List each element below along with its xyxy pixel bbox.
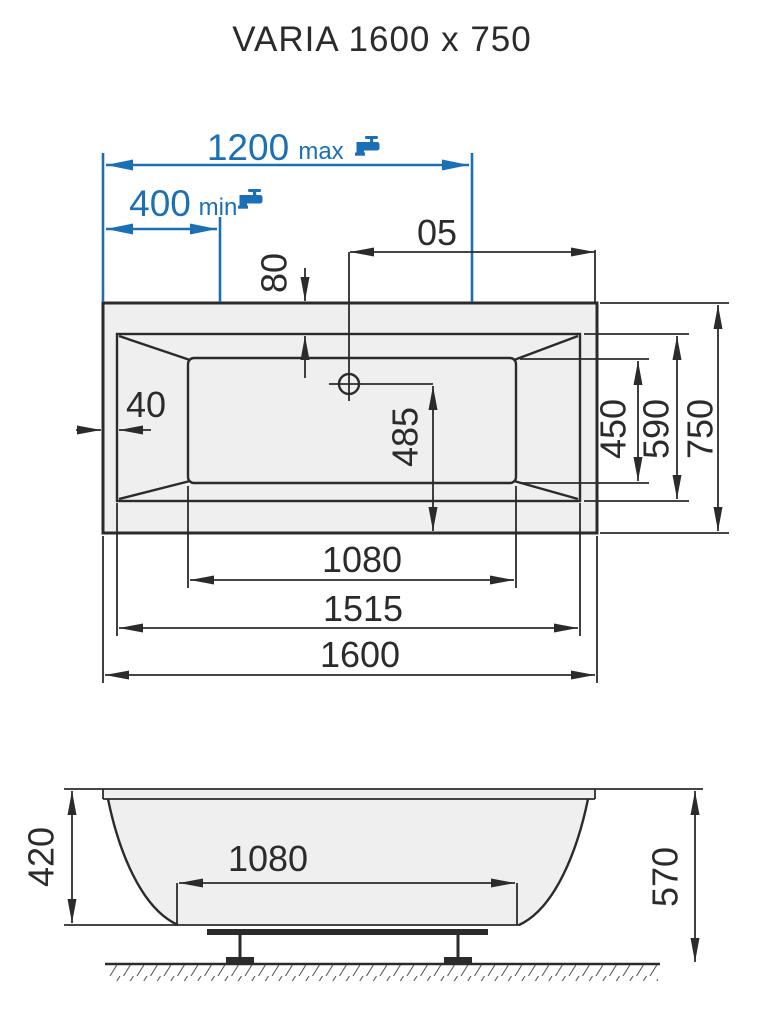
dim-tap-max-value: 1200 [207, 127, 289, 168]
dim-tap-min: 400 min [106, 183, 263, 302]
dim-inner-depth: 420 [21, 791, 77, 923]
drawing-title: VARIA 1600 x 750 [232, 20, 531, 59]
tub-foot [226, 957, 254, 964]
dim-rim-top-label: 80 [254, 253, 295, 293]
dim-floor-length-side: 1080 [176, 838, 518, 925]
plan-view: 1200 max 400 min [76, 127, 729, 683]
tub-corner-transitions [118, 334, 579, 501]
tub-foot [444, 957, 472, 964]
dim-overall-length-plan-label: 1600 [320, 634, 400, 675]
dim-overall-height: 570 [645, 791, 700, 962]
tub-body-section [103, 789, 595, 925]
dim-rim-side: 40 [76, 384, 166, 435]
tub-floor-plan [186, 356, 518, 485]
dim-overall-height-label: 570 [645, 847, 686, 907]
tub-profile-left-curve [106, 798, 179, 927]
dim-drain-offset: 05 [350, 212, 596, 303]
drain-symbol [329, 252, 433, 401]
dim-overall-width-label: 750 [680, 399, 721, 459]
faucet-icon [238, 189, 263, 209]
dim-floor-length-side-label: 1080 [228, 838, 308, 879]
dim-rim-top: 80 [254, 253, 310, 378]
dim-inner-width: 590 [584, 333, 689, 502]
dim-floor-length-plan: 1080 [187, 486, 517, 588]
dim-inner-length-plan-label: 1515 [323, 588, 403, 629]
tub-outer-outline-plan [101, 301, 599, 535]
dim-drain-offset-label: 05 [417, 212, 457, 253]
dim-tap-min-value: 400 [129, 183, 191, 224]
dim-tap-min-qualifier: min [199, 194, 238, 221]
dim-rim-side-label: 40 [126, 384, 166, 425]
dim-floor-width-label: 450 [593, 399, 634, 459]
side-view: 420 1080 570 [21, 788, 703, 981]
dim-inner-width-label: 590 [636, 399, 677, 459]
dim-inner-length-plan: 1515 [116, 503, 581, 636]
dim-overall-width: 750 [600, 302, 729, 534]
support-board [207, 929, 488, 935]
dim-floor-width: 450 [520, 358, 649, 484]
dim-tap-max-qualifier: max [298, 138, 343, 165]
faucet-icon [355, 136, 380, 156]
dim-overall-length-plan: 1600 [102, 536, 598, 683]
dim-drain-to-edge-label: 485 [385, 407, 426, 467]
ground-hatch [107, 965, 658, 981]
dim-inner-depth-label: 420 [21, 827, 62, 887]
tub-profile-right-curve [518, 798, 590, 927]
dim-floor-length-plan-label: 1080 [322, 539, 402, 580]
dim-tap-max: 1200 max [101, 127, 474, 302]
dim-drain-to-edge: 485 [385, 386, 438, 531]
